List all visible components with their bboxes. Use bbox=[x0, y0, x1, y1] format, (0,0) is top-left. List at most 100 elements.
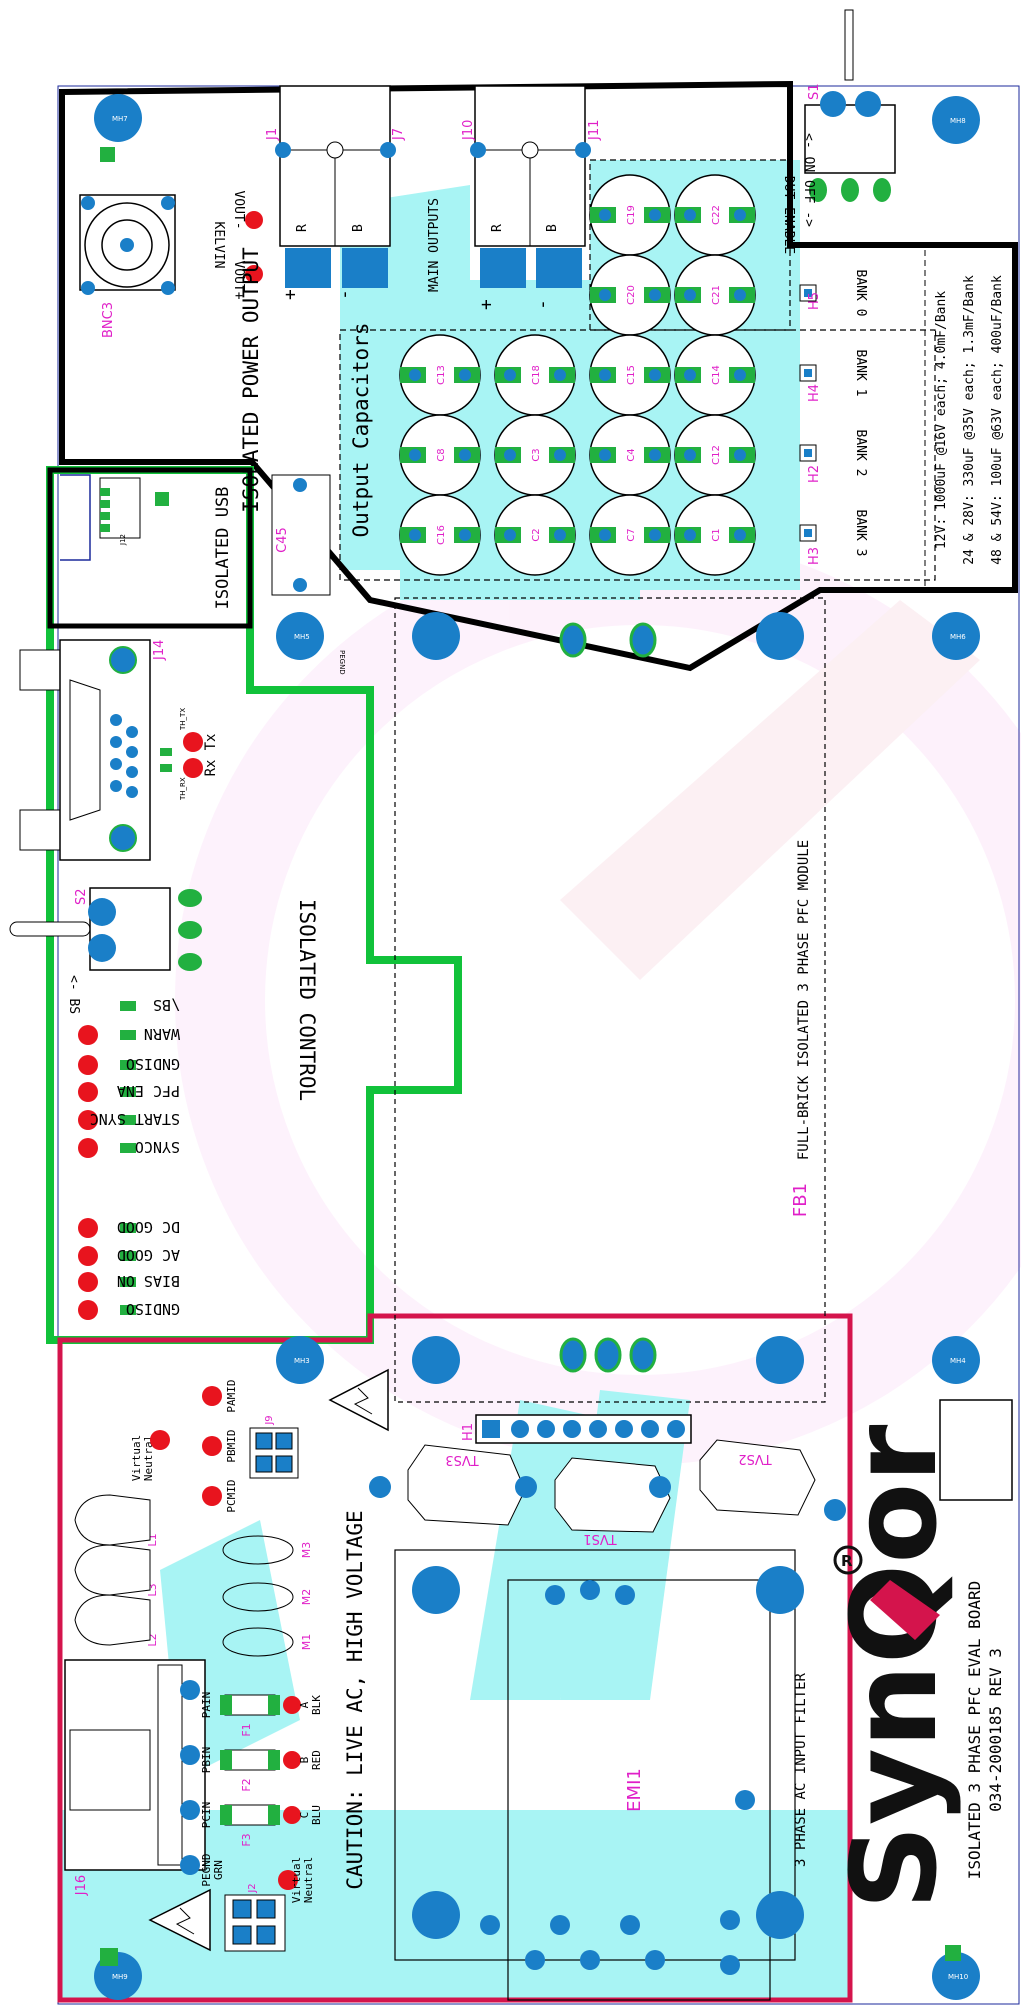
phase-c-label: C bbox=[298, 1812, 311, 1819]
pcmid-label: PCMID bbox=[225, 1479, 238, 1512]
capacitor-label: C7 bbox=[626, 528, 637, 541]
bank-3-label: BANK 3 bbox=[853, 510, 868, 557]
j14-label: J14 bbox=[152, 640, 167, 661]
control-signal-label: GNDISO bbox=[126, 1300, 180, 1318]
j2-label: J2 bbox=[247, 1883, 258, 1893]
capacitor: C22 bbox=[674, 174, 756, 256]
rx-led bbox=[183, 758, 203, 778]
m2-label: M2 bbox=[300, 1589, 313, 1606]
kelvin-label: KELVIN bbox=[211, 222, 226, 269]
pegnd-ac-label: PEGND bbox=[200, 1853, 213, 1886]
control-signal-row: AC GOOD bbox=[78, 1246, 180, 1266]
fb1-module-outline bbox=[394, 597, 826, 1403]
pfc-module-title: FULL-BRICK ISOLATED 3 PHASE PFC MODULE bbox=[796, 840, 812, 1160]
mh8-label: MH8 bbox=[950, 117, 966, 125]
phase-b-color-label: RED bbox=[310, 1750, 323, 1770]
board-part-number: 034-2000185 REV 3 bbox=[986, 1648, 1005, 1812]
control-signal-row: DC GOOD bbox=[78, 1218, 180, 1238]
control-signal-row: BIAS ON bbox=[78, 1272, 180, 1292]
minus2-label: - bbox=[532, 299, 553, 310]
control-signal-row: GNDISO bbox=[78, 1055, 180, 1075]
tx-label: Tx bbox=[203, 734, 219, 751]
th-rx-label: TH_RX bbox=[179, 777, 187, 801]
s1-dut-enable-switch[interactable] bbox=[804, 9, 896, 202]
connector-r2-label: R bbox=[490, 224, 505, 232]
capacitor: C13 bbox=[399, 334, 481, 416]
capacitor: C18 bbox=[494, 334, 576, 416]
capacitor-label: C13 bbox=[436, 365, 447, 385]
control-signal-row: PFC ENA bbox=[78, 1082, 180, 1102]
kelvin-vout-minus-pad bbox=[245, 211, 263, 229]
fb1-label: FB1 bbox=[790, 1183, 811, 1217]
capacitor-label: C14 bbox=[711, 365, 722, 385]
j2-connector[interactable] bbox=[224, 1894, 286, 1952]
rx-resistor bbox=[160, 764, 172, 772]
emi1-label: EMI1 bbox=[624, 1768, 645, 1812]
j11-label: J11 bbox=[587, 120, 602, 141]
m3-label: M3 bbox=[300, 1542, 313, 1559]
pain-label: PAIN bbox=[200, 1692, 213, 1719]
phase-b-label: B bbox=[298, 1756, 311, 1763]
bank-2-header: BANK 2 H2 bbox=[799, 430, 868, 483]
c45-label: C45 bbox=[275, 527, 290, 553]
control-signal-label: BIAS ON bbox=[117, 1272, 180, 1290]
tvs-devices: TVS3 TVS1 TVS2 bbox=[369, 1439, 846, 1546]
neutral-1-label: Neutral bbox=[302, 1857, 315, 1903]
usb-connector[interactable] bbox=[60, 474, 169, 561]
f2-label: F2 bbox=[240, 1778, 253, 1791]
bank-note-24v: 24 & 28V: 330uF @35V each; 1.3mF/Bank bbox=[962, 275, 977, 565]
caps-outline bbox=[339, 329, 936, 581]
ac-filter-title: 3 PHASE AC INPUT FILTER bbox=[793, 1673, 809, 1867]
control-signal-label: SYNCO bbox=[135, 1138, 180, 1156]
bank-notes: 12V: 1000uF @16V each; 4.0mF/Bank 24 & 2… bbox=[934, 275, 1005, 565]
capacitor: C16 bbox=[399, 494, 481, 576]
isolated-control-title: ISOLATED CONTROL bbox=[295, 899, 319, 1101]
capacitor: C14 bbox=[674, 334, 756, 416]
grn-label: GRN bbox=[212, 1860, 225, 1880]
pbmid-label: PBMID bbox=[225, 1429, 238, 1462]
control-signal-label: WARN bbox=[144, 1025, 180, 1043]
capacitor-label: C8 bbox=[436, 448, 447, 461]
isolated-usb-title: ISOLATED USB bbox=[213, 487, 233, 610]
board-title: ISOLATED 3 PHASE PFC EVAL BOARD bbox=[965, 1581, 984, 1880]
mh4-label: MH4 bbox=[950, 1357, 966, 1365]
control-signal-row: WARN bbox=[78, 1025, 180, 1045]
j14-db9-connector[interactable] bbox=[19, 639, 151, 861]
bank-1-header: BANK 1 H4 bbox=[799, 350, 868, 402]
bank-0-header: BANK 0 H5 bbox=[799, 270, 868, 316]
plus2-label: + bbox=[476, 299, 497, 310]
j9-connector[interactable] bbox=[249, 1427, 299, 1479]
tx-resistor bbox=[160, 748, 172, 756]
capacitor: C12 bbox=[674, 414, 756, 496]
j16-ac-connector[interactable] bbox=[64, 1659, 206, 1966]
bnc3-connector[interactable] bbox=[79, 194, 176, 295]
main-outputs-label: MAIN OUTPUTS bbox=[427, 198, 442, 292]
control-signal-row: \BS bbox=[120, 996, 180, 1014]
virtual-neutral-1-label: Virtual bbox=[290, 1857, 303, 1903]
capacitor: C21 bbox=[674, 254, 756, 336]
h1-header[interactable] bbox=[475, 1414, 692, 1444]
caps-top-outline bbox=[589, 159, 791, 331]
fuse-f3 bbox=[224, 1804, 276, 1826]
virtual-neutral-2-label: Virtual bbox=[130, 1435, 143, 1481]
capacitor: C15 bbox=[589, 334, 671, 416]
control-signal-label: PFC ENA bbox=[117, 1082, 180, 1100]
m1-label: M1 bbox=[300, 1634, 313, 1651]
pbin-label: PBIN bbox=[200, 1747, 213, 1774]
c45-outline bbox=[271, 474, 331, 596]
connector-r-label: R bbox=[295, 224, 310, 232]
mh9-label: MH9 bbox=[112, 1973, 128, 1981]
control-signal-row: GNDISO bbox=[78, 1300, 180, 1320]
mid-leds bbox=[150, 1386, 222, 1506]
capacitor-label: C12 bbox=[711, 445, 722, 465]
svg-text:R: R bbox=[841, 1552, 853, 1570]
capacitor-label: C22 bbox=[711, 205, 722, 225]
pcin-label: PCIN bbox=[200, 1802, 213, 1829]
capacitor: C8 bbox=[399, 414, 481, 496]
main-output-connectors[interactable] bbox=[275, 85, 591, 288]
inductors-and-movs bbox=[74, 1494, 294, 1657]
j12-label: J12 bbox=[119, 534, 127, 546]
connector-b-label: B bbox=[351, 224, 366, 232]
s2-bs-switch[interactable] bbox=[9, 887, 202, 971]
